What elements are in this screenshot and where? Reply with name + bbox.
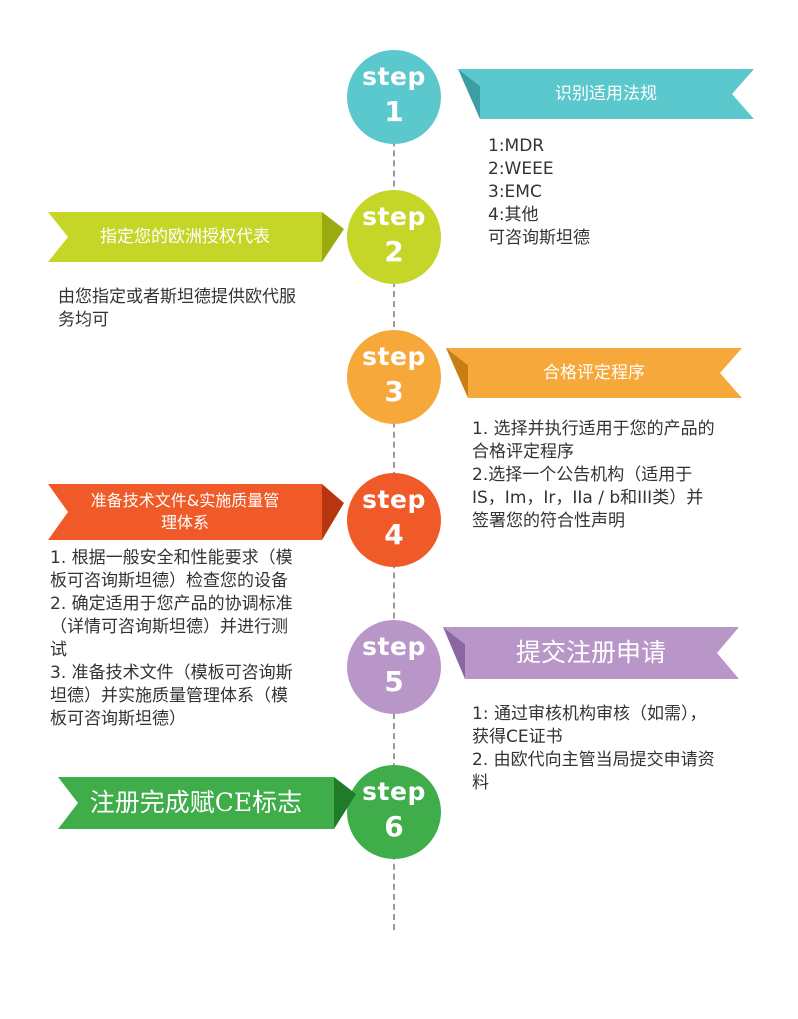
step-5-line: 2. 由欧代向主管当局提交申请资 — [472, 750, 715, 770]
step-5-word: step — [362, 632, 426, 661]
step-5-number: 5 — [384, 665, 404, 698]
step-4-line: （详情可咨询斯坦德）并进行测 — [50, 617, 288, 637]
step-1-number: 1 — [384, 95, 404, 128]
step-4-line: 3. 准备技术文件（模板可咨询斯 — [50, 663, 293, 683]
step-4-word: step — [362, 485, 426, 514]
step-4-banner-shape — [48, 484, 344, 540]
step-5-banner: 提交注册申请 — [443, 627, 739, 679]
step-1-line: 4:其他 — [488, 205, 539, 225]
step-1-banner-shape — [458, 69, 754, 119]
step-1-description: 1:MDR 2:WEEE 3:EMC 4:其他 可咨询斯坦德 — [488, 135, 590, 250]
step-1-banner: 识别适用法规 — [458, 69, 754, 119]
step-1-circle: step 1 — [347, 50, 441, 144]
step-5-line: 获得CE证书 — [472, 727, 563, 747]
step-2-line: 由您指定或者斯坦德提供欧代服 — [58, 287, 296, 307]
step-3-line: 签署您的符合性声明 — [472, 511, 625, 531]
step-2-word: step — [362, 202, 426, 231]
step-6-circle: step 6 — [347, 765, 441, 859]
step-4-line: 试 — [50, 640, 67, 660]
step-4-line: 板可咨询斯坦德）检查您的设备 — [50, 571, 288, 591]
step-4-description: 1. 根据一般安全和性能要求（模 板可咨询斯坦德）检查您的设备 2. 确定适用于… — [50, 547, 293, 731]
step-3-circle: step 3 — [347, 330, 441, 424]
step-3-line: 1. 选择并执行适用于您的产品的 — [472, 419, 715, 439]
step-1-word: step — [362, 62, 426, 91]
step-3-title: 合格评定程序 — [543, 362, 645, 383]
step-2-line: 务均可 — [58, 310, 109, 330]
step-5-line: 1: 通过审核机构审核（如需）， — [472, 704, 707, 724]
step-4-number: 4 — [384, 518, 404, 551]
step-4-title-line: 准备技术文件&实施质量管 — [90, 491, 280, 510]
step-1-title: 识别适用法规 — [555, 83, 657, 104]
step-3-line: IS，Im，Ir，IIa / b和III类）并 — [472, 488, 704, 508]
step-1-line: 1:MDR — [488, 136, 545, 156]
step-5-circle: step 5 — [347, 620, 441, 714]
step-3-line: 2.选择一个公告机构（适用于 — [472, 465, 693, 485]
step-3-banner: 合格评定程序 — [446, 348, 742, 398]
step-2-description: 由您指定或者斯坦德提供欧代服 务均可 — [58, 286, 296, 332]
step-4-banner: 准备技术文件&实施质量管 理体系 — [48, 484, 344, 540]
step-2-banner: 指定您的欧洲授权代表 — [48, 212, 344, 262]
step-6-banner: 注册完成赋CE标志 — [58, 777, 356, 829]
step-1-line: 2:WEEE — [488, 159, 554, 179]
step-3-description: 1. 选择并执行适用于您的产品的 合格评定程序 2.选择一个公告机构（适用于 I… — [472, 418, 715, 533]
step-4-line: 1. 根据一般安全和性能要求（模 — [50, 548, 293, 568]
step-3-banner-shape — [446, 348, 742, 398]
step-6-title: 注册完成赋CE标志 — [89, 787, 303, 817]
step-4-line: 2. 确定适用于您产品的协调标准 — [50, 594, 293, 614]
step-4-circle: step 4 — [347, 473, 441, 567]
step-2-banner-shape — [48, 212, 344, 262]
step-3-number: 3 — [384, 375, 404, 408]
step-1-line: 可咨询斯坦德 — [488, 228, 590, 248]
step-4-title-line: 理体系 — [160, 513, 209, 532]
step-6-banner-shape — [58, 777, 356, 829]
step-3-line: 合格评定程序 — [472, 442, 574, 462]
step-1-line: 3:EMC — [488, 182, 542, 202]
step-4-line: 板可咨询斯坦德） — [50, 709, 186, 729]
step-6-number: 6 — [384, 810, 404, 843]
step-5-banner-shape — [443, 627, 739, 679]
step-2-title: 指定您的欧洲授权代表 — [100, 226, 270, 247]
step-4-line: 坦德）并实施质量管理体系（模 — [50, 686, 288, 706]
step-5-description: 1: 通过审核机构审核（如需）， 获得CE证书 2. 由欧代向主管当局提交申请资… — [472, 703, 715, 795]
step-5-line: 料 — [472, 773, 489, 793]
step-2-number: 2 — [384, 235, 404, 268]
step-3-word: step — [362, 342, 426, 371]
step-2-circle: step 2 — [347, 190, 441, 284]
step-6-word: step — [362, 777, 426, 806]
step-4-title: 准备技术文件&实施质量管 理体系 — [91, 490, 279, 534]
step-5-title: 提交注册申请 — [515, 637, 666, 667]
